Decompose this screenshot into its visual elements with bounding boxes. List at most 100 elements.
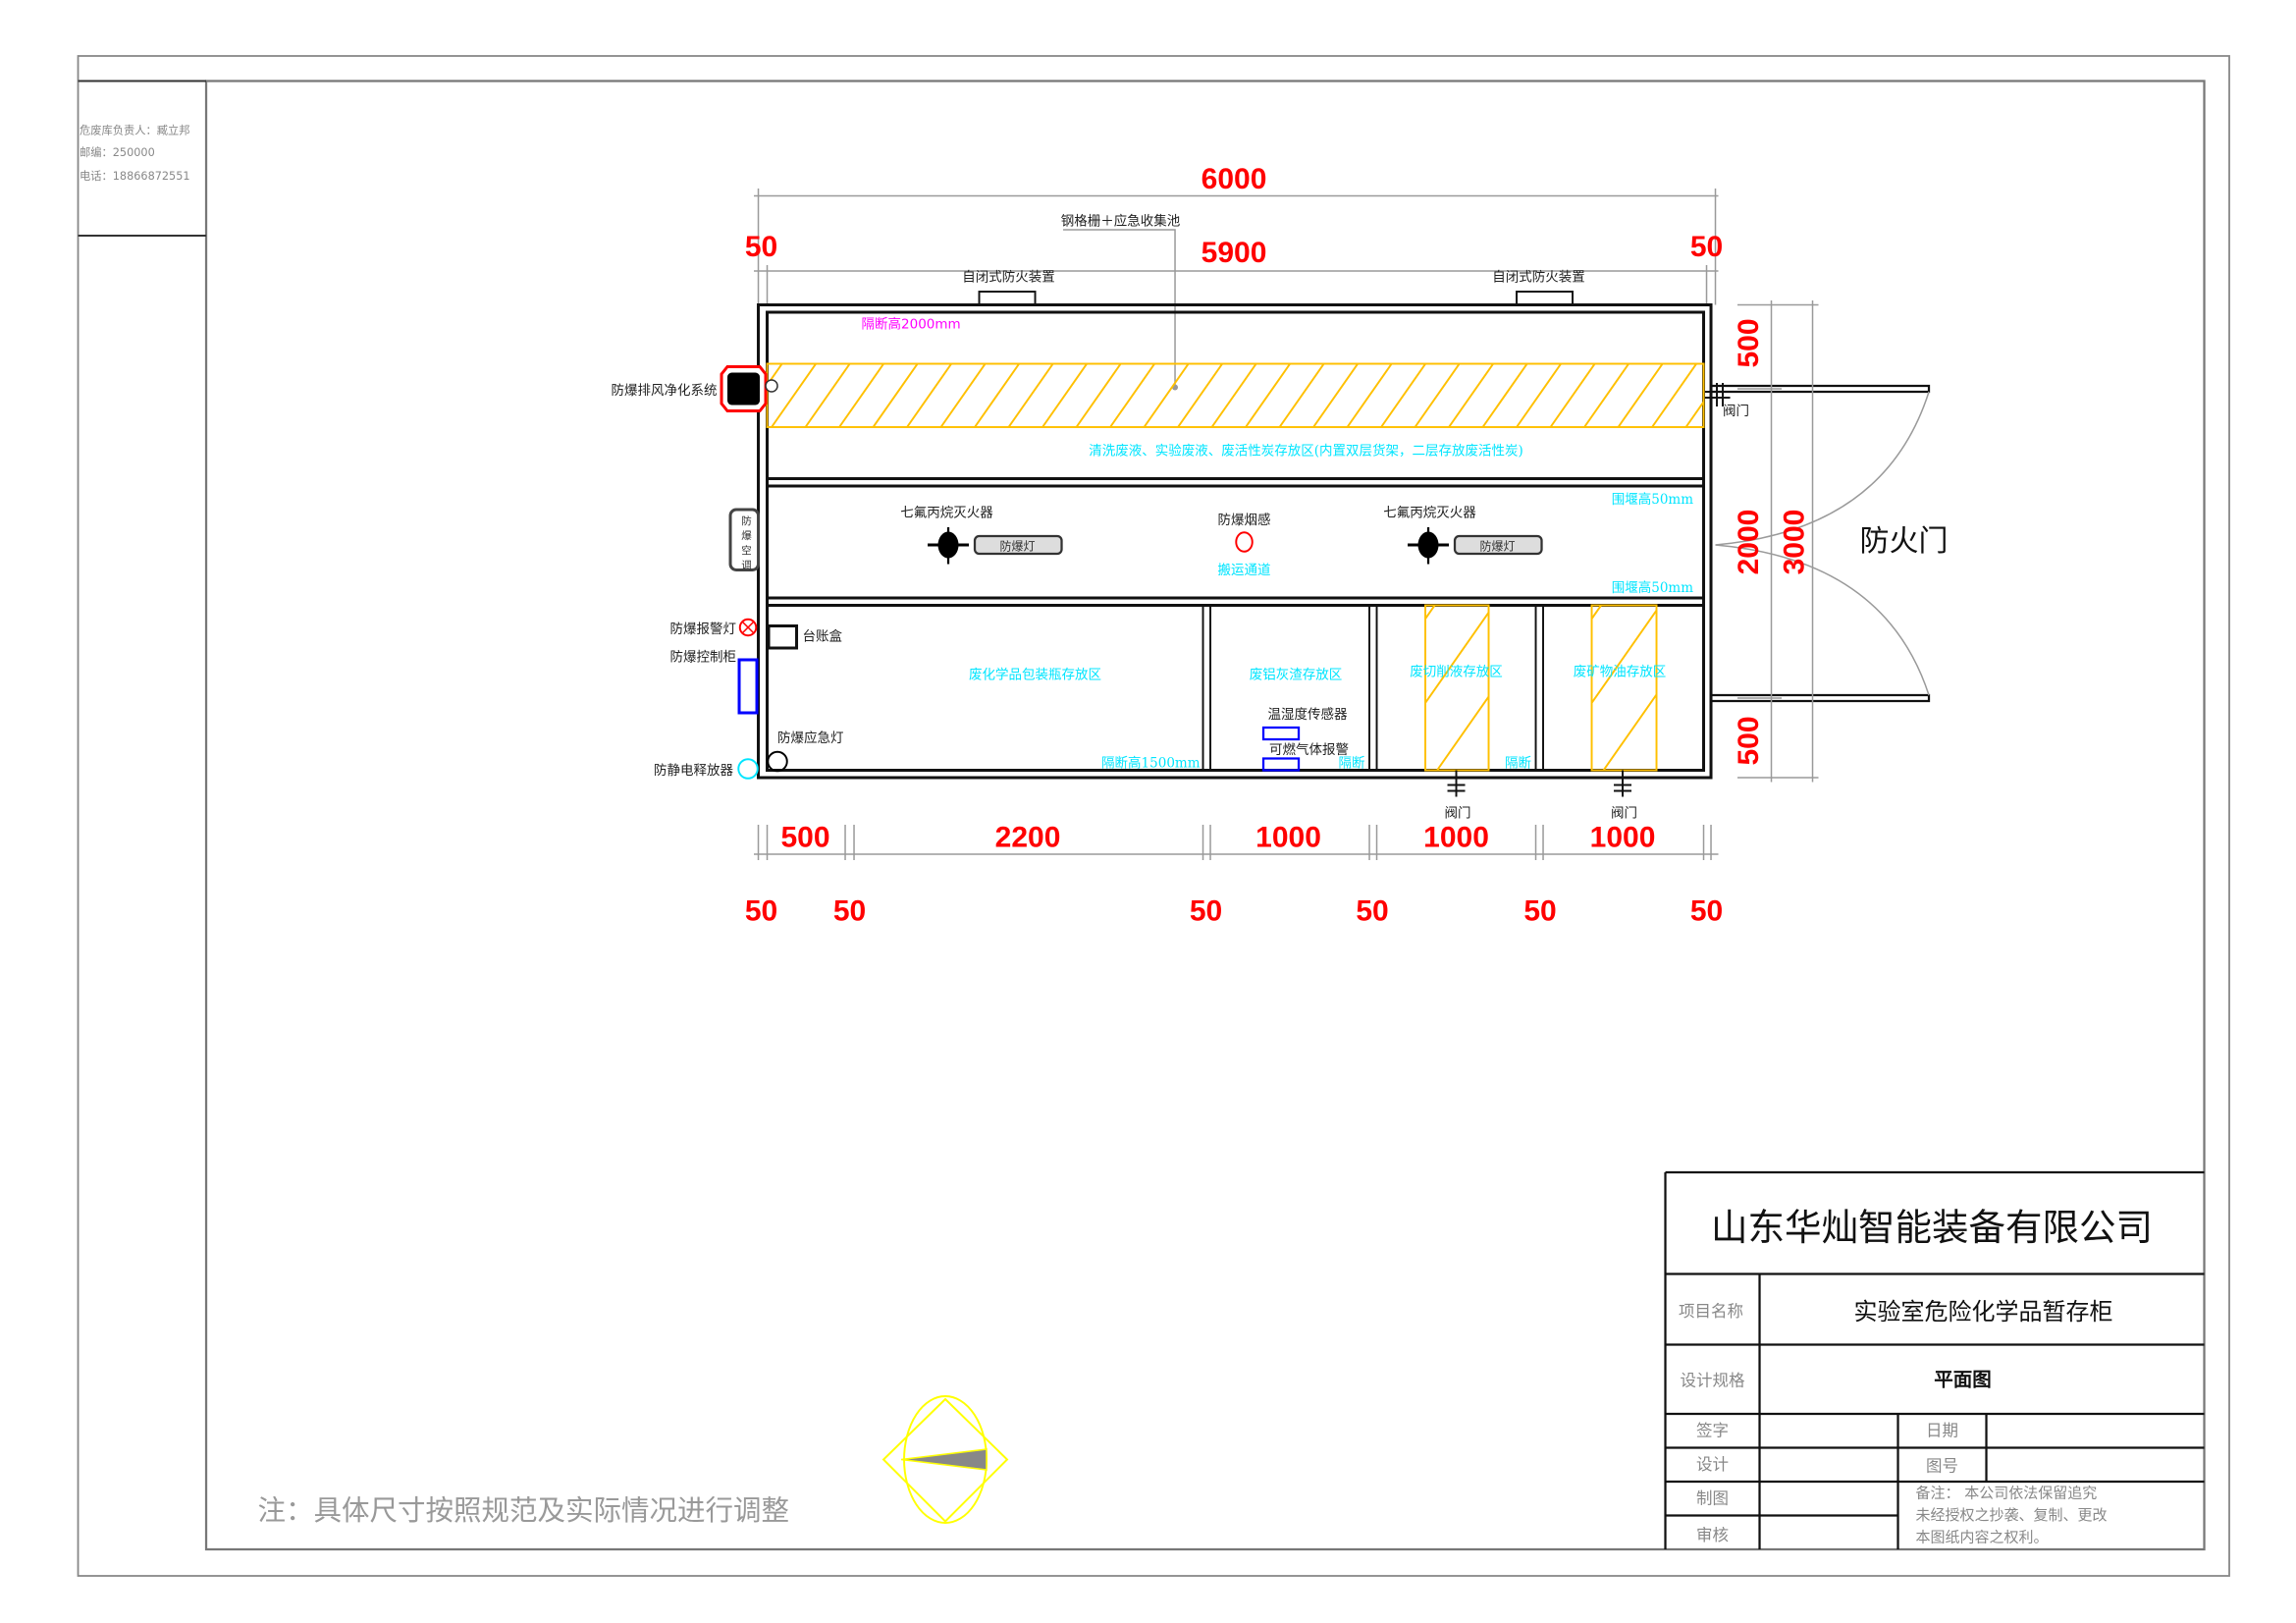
info-postcode: 邮编：250000 [80, 145, 155, 159]
aircon-unit [728, 508, 761, 571]
valve-icon [1447, 770, 1466, 797]
zone-cutting-label: 废切削液存放区 [1410, 665, 1503, 680]
note-text: 注：具体尺寸按照规范及实际情况进行调整 [258, 1494, 790, 1527]
compass-icon [881, 1395, 1009, 1524]
extinguisher-label-left: 七氟丙烷灭火器 [900, 506, 993, 521]
hatch-line [1496, 606, 1612, 771]
info-box: 危废库负责人：臧立邦 邮编：250000 电话：18866872551 [80, 124, 190, 183]
hatch-line [1448, 363, 1494, 427]
hatch-line [1436, 694, 1489, 771]
hatch-line [1617, 363, 1664, 427]
hatch-line [1414, 363, 1461, 427]
emergency-lamp-label: 防爆应急灯 [777, 730, 844, 746]
partition-label-1: 隔断 [1339, 756, 1365, 772]
outer-frame [77, 55, 2230, 1577]
lamp-label-right: 防爆灯 [1480, 538, 1516, 553]
hatch-line [906, 363, 952, 427]
dim-total-width: 6000 [1201, 163, 1267, 195]
bay-dividers [1201, 605, 1544, 771]
hatch-line [1583, 363, 1629, 427]
exhaust-fan-icon [727, 372, 761, 406]
smoke-detector-icon [1235, 531, 1254, 553]
hatch-line [771, 363, 817, 427]
weir-label-bottom: 围堰高50mm [1612, 579, 1693, 596]
ledger-box [767, 624, 799, 650]
hatch-line [1781, 606, 1896, 771]
ledger-box-label: 台账盒 [803, 628, 843, 645]
partition-2000-label: 隔断高2000mm [862, 316, 961, 333]
alarm-lamp-icon [738, 618, 758, 637]
dim-bottom-gap: 50 [833, 895, 866, 928]
hatch-line [767, 363, 783, 387]
dim-bottom-segment: 1000 [1590, 822, 1656, 854]
dim-bottom-segment: 2200 [995, 822, 1061, 854]
dim-right-total: 3000 [1779, 510, 1811, 575]
control-cabinet-label: 防爆控制柜 [670, 650, 737, 666]
hatch-line [1041, 363, 1088, 427]
gas-alarm-label: 可燃气体报警 [1269, 741, 1349, 758]
inner-frame [204, 80, 2206, 1551]
cabinet-outer-wall [757, 303, 1713, 780]
dim-right-bottom: 500 [1733, 716, 1765, 765]
extinguisher-label-right: 七氟丙烷灭火器 [1383, 506, 1476, 521]
company-name: 山东华灿智能装备有限公司 [1711, 1206, 2153, 1249]
title-block [1664, 1170, 2205, 1549]
hatch-line [1684, 400, 1704, 427]
dim-bottom-gap: 50 [1690, 895, 1723, 928]
static-release-icon [737, 758, 759, 780]
lamp-label-left: 防爆灯 [1000, 538, 1036, 553]
zone-mineral-oil-label: 废矿物油存放区 [1574, 665, 1667, 680]
alarm-lamp-label: 防爆报警灯 [670, 622, 737, 637]
static-release-label: 防静电释放器 [654, 763, 733, 779]
hatch-line [1143, 363, 1190, 427]
hatch-line [1754, 364, 1798, 428]
dim-bottom-gap: 50 [1523, 895, 1556, 928]
right-dimensions [1737, 300, 1819, 783]
hatch-line [1177, 363, 1223, 427]
dim-bottom-gap: 50 [1190, 895, 1222, 928]
project-label: 项目名称 [1679, 1302, 1743, 1321]
weir-label-top: 围堰高50mm [1612, 491, 1693, 508]
partition-1500-label: 隔断高1500mm [1101, 755, 1201, 772]
hatch-line [1555, 606, 1671, 771]
dim-bottom-segment: 1000 [1423, 822, 1489, 854]
fire-device-right [1516, 291, 1574, 306]
emergency-lamp-icon [767, 750, 788, 773]
hatch-line [804, 363, 851, 427]
grating-leader [1063, 229, 1176, 388]
zone-bottles-label: 废化学品包装瓶存放区 [969, 668, 1101, 683]
hatch-line [1481, 363, 1528, 427]
explosion-proof-lamp-right [1453, 534, 1543, 556]
info-phone: 电话：18866872551 [80, 170, 189, 183]
svg-text:爆: 爆 [741, 529, 752, 542]
dim-bottom-segment: 1000 [1255, 822, 1321, 854]
hatch-line [1380, 363, 1426, 427]
extinguisher-icon [1408, 527, 1450, 565]
svg-text:备注： 本公司依法保留追究: 备注： 本公司依法保留追究 [1916, 1485, 2098, 1502]
valve-label-1: 阀门 [1445, 806, 1471, 822]
dim-bottom-gap: 50 [1356, 895, 1388, 928]
hatch-line [974, 363, 1020, 427]
hatch-line [1549, 363, 1596, 427]
valve-icon [1614, 770, 1632, 797]
hatch-line [872, 363, 919, 427]
hatch-line [1312, 363, 1359, 427]
dim-left-margin: 50 [745, 231, 777, 263]
fire-device-left [978, 291, 1037, 306]
hatch-line [1427, 606, 1543, 771]
hatch-line [1075, 363, 1122, 427]
hatch-line [1602, 692, 1657, 771]
extinguisher-icon [928, 527, 970, 565]
passage-label: 搬运通道 [1218, 563, 1271, 578]
svg-text:空: 空 [741, 544, 752, 557]
hatch-line [939, 363, 987, 427]
gas-alarm [1261, 757, 1301, 772]
fire-device-label-right: 自闭式防火装置 [1492, 270, 1585, 286]
cabinet-inner-wall [766, 310, 1706, 772]
hatch-line [1210, 363, 1257, 427]
remark: 备注： 本公司依法保留追究 未经授权之抄袭、复制、更改 本图纸内容之权利。 [1916, 1485, 2108, 1546]
spec-value: 平面图 [1934, 1369, 1992, 1391]
svg-text:调: 调 [741, 560, 752, 571]
humidity-sensor-label: 温湿度传感器 [1268, 706, 1349, 723]
